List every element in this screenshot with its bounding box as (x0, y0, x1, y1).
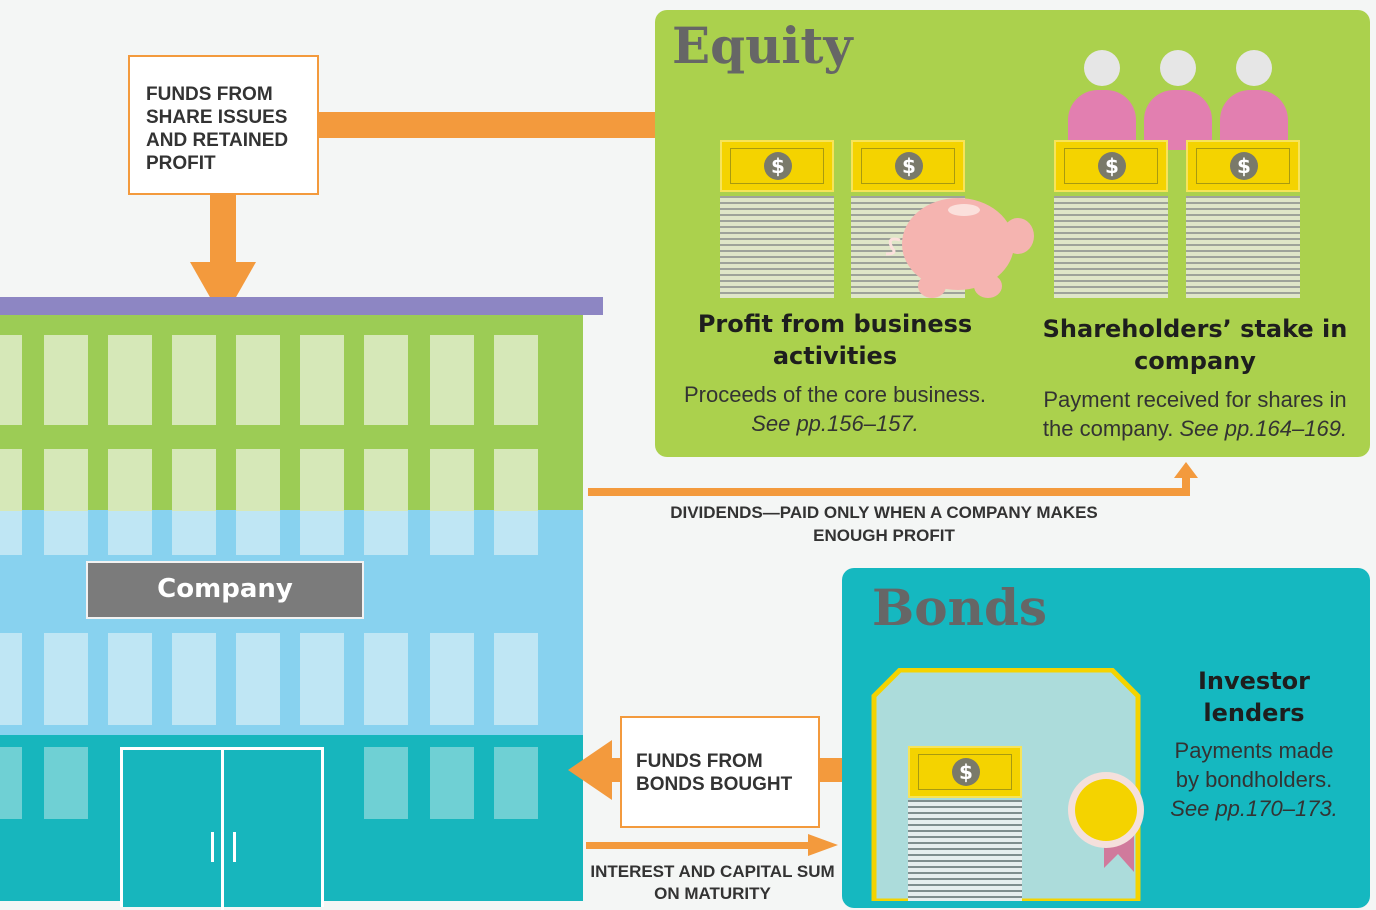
building-window (300, 335, 344, 425)
building-window (108, 511, 152, 555)
building-window (430, 335, 474, 425)
shareholder-head (1236, 50, 1272, 86)
building-window (300, 633, 344, 725)
building-door (120, 747, 324, 910)
building-window (236, 335, 280, 425)
building-roof (0, 297, 603, 315)
building-window (494, 511, 538, 555)
building-green-floors (0, 315, 583, 510)
shareholders-body: Payment received for shares in the compa… (1028, 385, 1362, 443)
money-stack (1054, 196, 1168, 298)
shareholder-head (1084, 50, 1120, 86)
dollar-bill-icon: $ (851, 140, 965, 192)
building-window (430, 511, 474, 555)
company-sign: Company (86, 561, 364, 619)
building-blue-floors (0, 510, 583, 735)
piggy-bank-icon (885, 198, 1034, 298)
building-window (0, 633, 22, 725)
shareholders-body-text: Payment received for shares in the compa… (1042, 387, 1347, 441)
interest-arrow (586, 834, 838, 856)
profit-ref: See pp.156–157. (751, 411, 919, 436)
building-window (0, 511, 22, 555)
profit-body: Proceeds of the core business. See pp.15… (660, 380, 1010, 438)
funds-down-arrowhead (190, 262, 256, 320)
profit-heading: Profit from business activities (697, 310, 973, 370)
dollar-bill-icon: $ (908, 746, 1022, 798)
building-window (494, 449, 538, 511)
shareholder-head (1160, 50, 1196, 86)
building-window (430, 747, 474, 819)
equity-to-funds-connector (316, 112, 661, 138)
building-window (236, 511, 280, 555)
investor-body: Payments made by bondholders. See pp.170… (1160, 736, 1348, 823)
building-window (300, 511, 344, 555)
building-window (364, 747, 408, 819)
investor-body-text: Payments made by bondholders. (1174, 738, 1334, 792)
dividends-label: DIVIDENDS—PAID ONLY WHEN A COMPANY MAKES… (670, 503, 1098, 545)
building-window (44, 747, 88, 819)
building-window (430, 633, 474, 725)
dollar-bill-icon: $ (1186, 140, 1300, 192)
equity-title: Equity (672, 16, 853, 75)
building-window (172, 511, 216, 555)
building-window (494, 747, 538, 819)
funds-share-issues-label: FUNDS FROM SHARE ISSUES AND RETAINED PRO… (146, 84, 289, 174)
money-stack (1186, 196, 1300, 298)
building-window (494, 633, 538, 725)
funds-share-issues-box: FUNDS FROM SHARE ISSUES AND RETAINED PRO… (128, 55, 319, 195)
building-window (364, 633, 408, 725)
building-window (0, 335, 22, 425)
building-window (44, 335, 88, 425)
interest-label: INTEREST AND CAPITAL SUM ON MATURITY (590, 862, 835, 903)
building-window (0, 449, 22, 511)
funds-bonds-label: FUNDS FROM BONDS BOUGHT (636, 751, 793, 795)
building-window (364, 449, 408, 511)
building-window (0, 747, 22, 819)
investor-heading: Investor lenders (1197, 667, 1311, 727)
rosette-icon (1068, 772, 1144, 872)
building-window (44, 511, 88, 555)
dividends-arrow (588, 462, 1198, 496)
building-window (430, 449, 474, 511)
building-window (172, 449, 216, 511)
bond-paper-stack (908, 800, 1022, 901)
building-window (108, 633, 152, 725)
money-stack (720, 196, 834, 298)
funds-bonds-box: FUNDS FROM BONDS BOUGHT (620, 716, 820, 828)
shareholders-ref: See pp.164–169. (1179, 416, 1348, 441)
building-window (172, 633, 216, 725)
building-window (364, 511, 408, 555)
building-window (494, 335, 538, 425)
dollar-bill-icon: $ (1054, 140, 1168, 192)
company-label: Company (157, 574, 293, 604)
investor-ref: See pp.170–173. (1170, 796, 1338, 821)
building-window (300, 449, 344, 511)
building-window (108, 449, 152, 511)
building-window (44, 449, 88, 511)
funds-down-connector (210, 193, 236, 265)
profit-body-text: Proceeds of the core business. (683, 382, 987, 407)
building-window (44, 633, 88, 725)
company-building: Company (0, 297, 603, 910)
building-window (236, 633, 280, 725)
building-window (108, 335, 152, 425)
shareholders-heading: Shareholders’ stake in company (1042, 315, 1348, 375)
bonds-title: Bonds (872, 578, 1048, 637)
building-window (236, 449, 280, 511)
building-window (172, 335, 216, 425)
building-window (364, 335, 408, 425)
dollar-bill-icon: $ (720, 140, 834, 192)
